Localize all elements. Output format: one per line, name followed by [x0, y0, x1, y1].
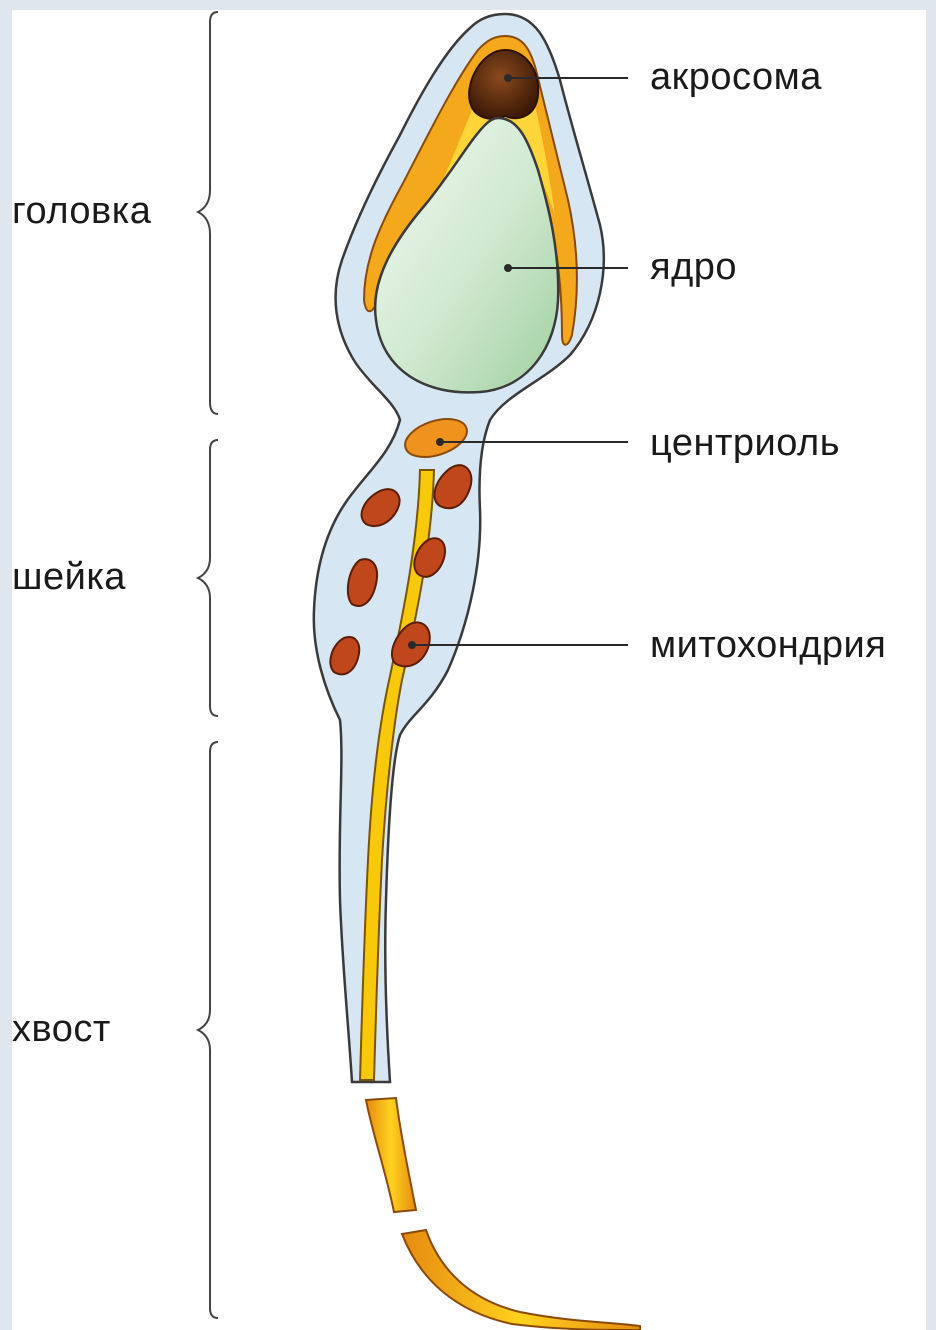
- label-neck: шейка: [12, 558, 126, 596]
- label-head: головка: [12, 192, 151, 230]
- tail-segment-2: [366, 1098, 416, 1212]
- label-centriole: центриоль: [650, 424, 840, 462]
- label-mitochondria: митохондрия: [650, 626, 886, 664]
- label-nucleus: ядро: [650, 248, 737, 286]
- head-bracket: [198, 12, 218, 414]
- tail-segment-3: [402, 1230, 640, 1330]
- label-acrosome: акросома: [650, 58, 822, 96]
- tail-bracket: [198, 742, 218, 1318]
- label-tail: хвост: [12, 1010, 111, 1048]
- neck-bracket: [198, 440, 218, 716]
